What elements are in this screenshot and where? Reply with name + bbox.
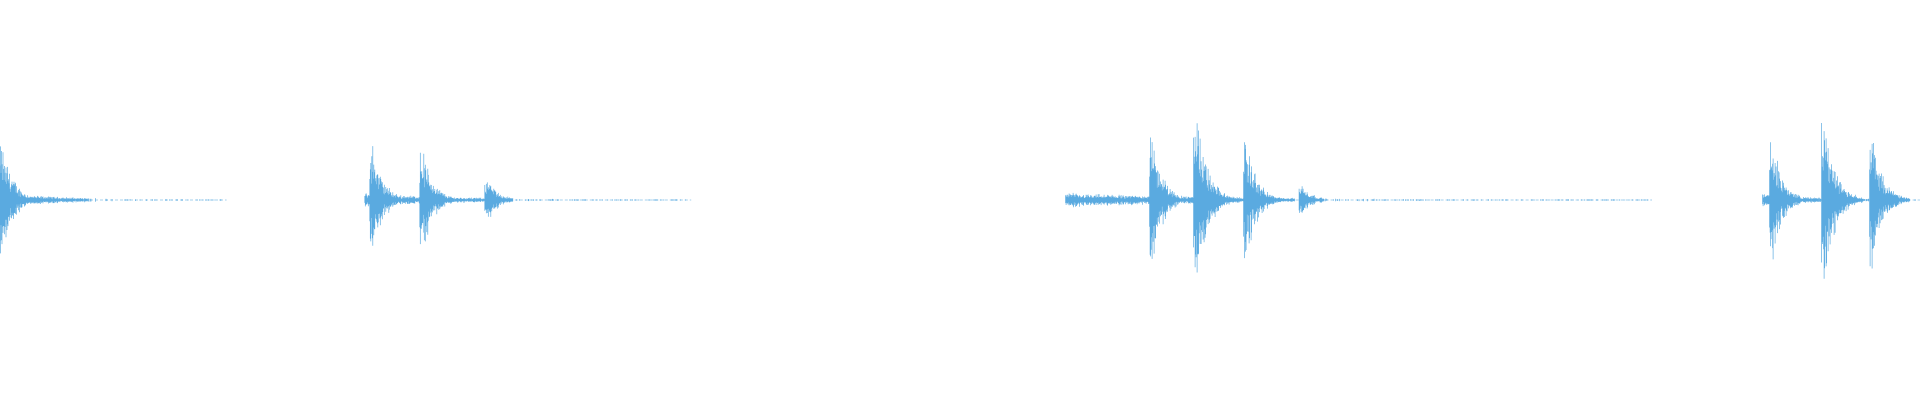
waveform-trace [364,146,686,246]
waveform-burst-4 [1762,123,1920,279]
waveform-burst-2 [364,146,692,246]
waveform-burst-1 [0,146,227,254]
waveform-trace [1065,123,1652,273]
waveform-burst-3 [1065,123,1652,273]
waveform-trace [1762,123,1916,279]
